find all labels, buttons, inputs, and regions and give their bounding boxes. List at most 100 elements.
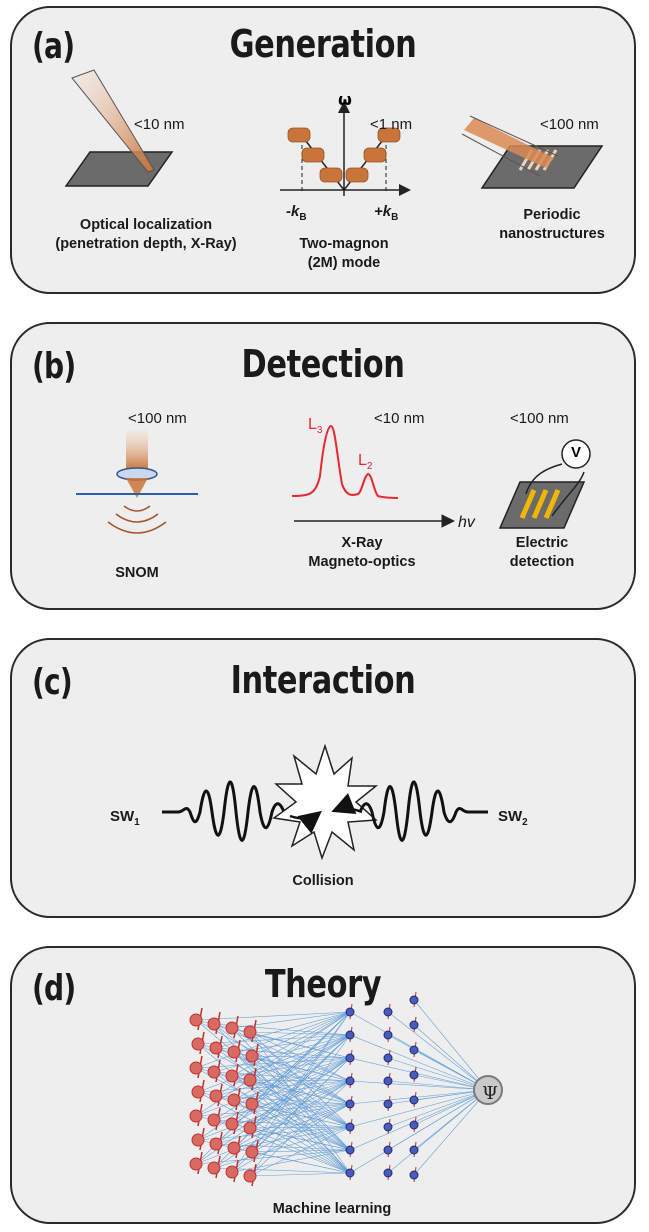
spin-node — [243, 1115, 257, 1139]
spin-node — [207, 1107, 221, 1131]
hidden-node — [409, 1141, 419, 1158]
panel-title: Generation — [229, 22, 417, 66]
spin-node — [243, 1019, 257, 1043]
size-label: <1 nm — [370, 116, 413, 133]
voltmeter-label: V — [570, 444, 581, 461]
hidden-node — [383, 1003, 393, 1020]
kb-sub: B — [391, 212, 399, 223]
peak-text: L — [358, 452, 367, 469]
caption-line: Magneto-optics — [308, 554, 416, 570]
peak-text: L — [308, 416, 317, 433]
hidden-layer — [345, 991, 419, 1183]
sw-text: SW — [110, 808, 135, 825]
light-beam — [126, 430, 148, 470]
hidden-node — [383, 1095, 393, 1112]
spin-node — [227, 1039, 241, 1063]
panel-title: Detection — [241, 342, 405, 386]
peak-sub: 3 — [316, 425, 323, 437]
neural-network-diagram — [189, 991, 503, 1187]
caption-line: X-Ray — [341, 535, 383, 551]
spin-node — [243, 1067, 257, 1091]
caption-line: nanostructures — [499, 226, 605, 242]
spin-node — [191, 1031, 205, 1055]
two-magnon-diagram — [280, 101, 411, 196]
hidden-node — [345, 1164, 355, 1181]
hidden-node — [409, 991, 419, 1008]
size-label: <100 nm — [128, 410, 187, 427]
peak-l3-label: L3 — [308, 416, 322, 436]
sw-sub: 1 — [134, 817, 140, 828]
hidden-node — [383, 1118, 393, 1135]
electric-detection-diagram — [498, 439, 591, 529]
panel-title: Interaction — [230, 658, 416, 702]
spin-node — [245, 1091, 259, 1115]
caption-line: Machine learning — [272, 1201, 392, 1217]
panel-tag: (a) — [32, 26, 75, 67]
hidden-node — [409, 1066, 419, 1083]
spin-node — [207, 1059, 221, 1083]
panel-tag: (d) — [32, 968, 76, 1009]
hidden-node — [345, 1049, 355, 1066]
spin-node — [191, 1079, 205, 1103]
snom-diagram — [76, 430, 198, 534]
spin-node — [225, 1063, 239, 1087]
xray-spectrum-diagram — [291, 424, 455, 528]
fiber-tip — [71, 69, 155, 173]
spin-node — [225, 1111, 239, 1135]
hidden-node — [345, 1003, 355, 1020]
spin-node — [207, 1011, 221, 1035]
output-node — [473, 1075, 503, 1105]
peak-sub: 2 — [366, 461, 373, 473]
spin-node — [189, 1151, 203, 1175]
caption-line: detection — [509, 554, 575, 570]
network-links — [195, 999, 489, 1177]
kb-minus-label: -kB — [286, 202, 307, 227]
panel-detection: (b) Detection <100 nm SNOM <10 nm — [10, 322, 636, 610]
spin-node — [209, 1131, 223, 1155]
sw-text: SW — [498, 808, 523, 825]
periodic-nanostructure-diagram — [461, 115, 604, 189]
spin-wave-1 — [162, 780, 291, 842]
size-label: <100 nm — [540, 116, 599, 133]
size-label: <10 nm — [374, 410, 425, 427]
spin-node — [191, 1127, 205, 1151]
hidden-node — [383, 1141, 393, 1158]
hidden-node — [345, 1072, 355, 1089]
spin-node — [189, 1007, 203, 1031]
peak-l2-label: L2 — [358, 452, 372, 472]
probe-tip — [126, 478, 148, 498]
hidden-node — [409, 1041, 419, 1058]
kb-text: +k — [374, 203, 392, 220]
sw1-label: SW1 — [110, 807, 140, 832]
panel-title: Theory — [264, 962, 382, 1006]
optical-localization-diagram — [64, 69, 174, 187]
panel-tag: (b) — [32, 346, 76, 387]
input-spin-layer — [189, 1007, 259, 1187]
caption-line: (2M) mode — [307, 255, 381, 271]
caption-line: Periodic — [523, 207, 581, 223]
omega-axis-label: ω — [338, 90, 352, 109]
hidden-node — [383, 1049, 393, 1066]
caption-line: Electric — [515, 535, 569, 551]
caption-line: (penetration depth, X-Ray) — [55, 236, 237, 252]
caption-line: Optical localization — [79, 217, 213, 233]
panel-generation: (a) Generation <10 nm Optical localizati… — [10, 6, 636, 294]
caption-line: Two-magnon — [299, 236, 389, 252]
size-label: <10 nm — [134, 116, 185, 133]
psi-output-label: Ψ — [482, 1083, 498, 1104]
spin-node — [225, 1159, 239, 1183]
absorption-curve — [291, 424, 399, 499]
panel-theory: (d) Theory Ψ Machine learning — [10, 946, 636, 1224]
spin-node — [207, 1155, 221, 1179]
hidden-node — [409, 1016, 419, 1033]
collision-burst — [272, 743, 379, 861]
sample-plate — [480, 145, 604, 189]
spin-node — [209, 1035, 223, 1059]
sw2-label: SW2 — [498, 807, 528, 832]
caption-line: SNOM — [115, 565, 159, 581]
hidden-node — [409, 1166, 419, 1183]
hv-axis-label: hv — [458, 514, 475, 531]
hidden-node — [345, 1026, 355, 1043]
sw-sub: 2 — [522, 817, 528, 828]
voltmeter-icon — [561, 439, 591, 469]
